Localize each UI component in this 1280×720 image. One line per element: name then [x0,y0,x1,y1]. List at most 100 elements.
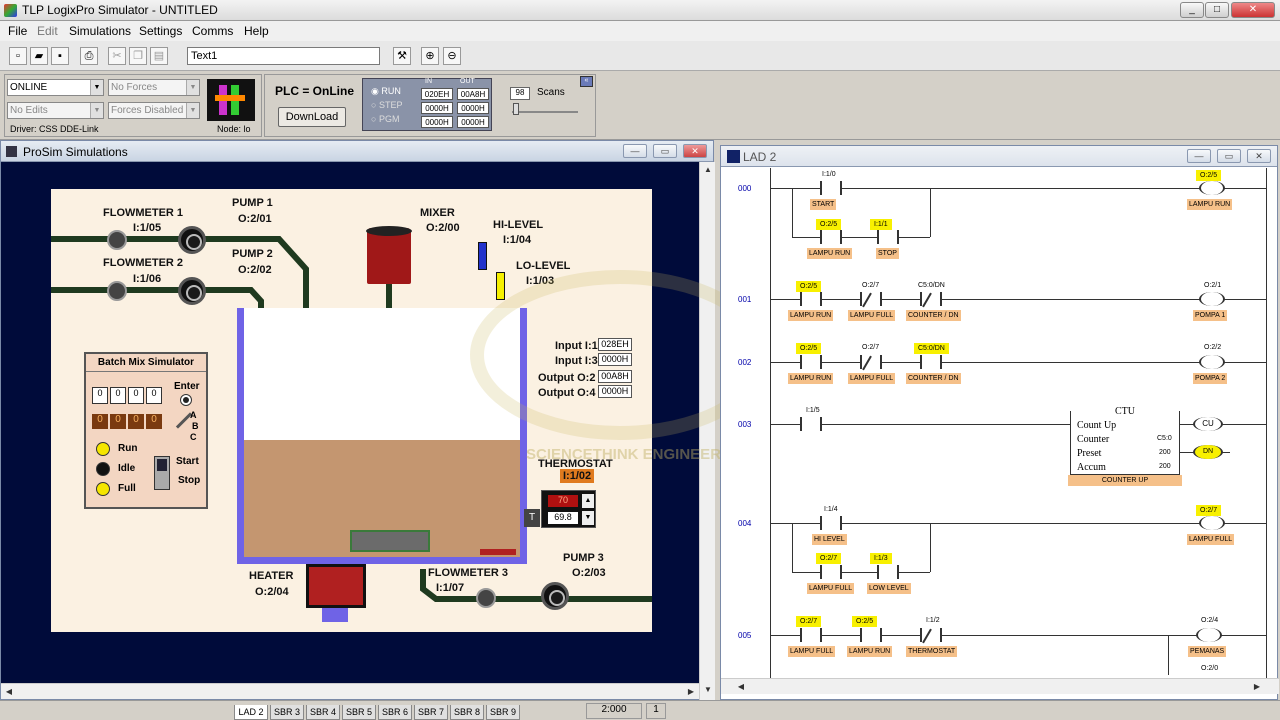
coil-lampu-run[interactable] [1199,181,1225,195]
temp-down-icon[interactable]: ▼ [582,511,594,525]
thumbwheel-digit[interactable]: 0 [146,387,162,404]
contact-counter-dn[interactable] [920,355,942,369]
tab-sbr8[interactable]: SBR 8 [450,705,484,720]
forces-select[interactable]: No Forces▼ [108,79,200,96]
collapse-icon[interactable]: « [580,76,593,87]
scan-slider[interactable] [512,111,578,113]
contact-count-input[interactable] [800,417,822,431]
scroll-left-icon[interactable]: ◀ [5,687,13,696]
contact-lampu-run[interactable] [820,230,842,244]
scroll-down-icon[interactable]: ▼ [704,685,712,694]
new-file-icon[interactable]: ▫ [9,47,27,65]
contact-lampu-run[interactable] [860,628,882,642]
contact-thermostat[interactable] [920,628,942,642]
mode-step-radio[interactable]: ○ STEP [371,100,402,110]
scroll-up-icon[interactable]: ▲ [704,165,712,174]
tab-sbr5[interactable]: SBR 5 [342,705,376,720]
copy-icon[interactable]: ❐ [129,47,147,65]
ctu-value: 200 [1159,449,1171,456]
contact-lampu-full[interactable] [820,565,842,579]
thumbwheel-input[interactable]: 0 0 0 0 [92,387,164,405]
edits-select[interactable]: No Edits▼ [7,102,104,119]
tab-sbr4[interactable]: SBR 4 [306,705,340,720]
vertical-scrollbar[interactable]: ▲ ▼ [699,162,715,700]
tab-lad2[interactable]: LAD 2 [234,705,268,720]
forces-enable-select[interactable]: Forces Disabled▼ [108,102,200,119]
prosim-title: ProSim Simulations [23,145,128,159]
coil-cu[interactable]: CU [1193,417,1223,431]
tab-sbr6[interactable]: SBR 6 [378,705,412,720]
scans-input[interactable]: 98 [510,87,530,100]
heater-unit [306,564,366,608]
contact-lampu-run[interactable] [800,355,822,369]
print-icon[interactable]: ⎙ [80,47,98,65]
menu-comms[interactable]: Comms [192,24,234,38]
maximize-button[interactable]: □ [1205,2,1229,18]
scan-slider-thumb[interactable] [513,103,519,115]
menu-settings[interactable]: Settings [139,24,183,38]
minimize-button[interactable]: — [623,144,647,158]
contact-lampu-full[interactable] [800,628,822,642]
thumbwheel-digit[interactable]: 0 [110,387,126,404]
menu-file[interactable]: File [8,24,28,38]
contact-lampu-full[interactable] [860,355,882,369]
thumbwheel-digit[interactable]: 0 [92,387,108,404]
tools-icon[interactable]: ⚒ [393,47,411,65]
minimize-button[interactable]: — [1187,149,1211,163]
mode-run-radio[interactable]: ◉ RUN [371,86,401,97]
save-icon[interactable]: ▪ [51,47,69,65]
close-button[interactable]: ✕ [1231,2,1275,18]
close-button[interactable]: ✕ [683,144,707,158]
contact-stop[interactable] [877,230,899,244]
coil-pompa2[interactable] [1199,355,1225,369]
app-icon [4,4,17,17]
contact-start[interactable] [820,181,842,195]
thermostat-t-button[interactable]: T [524,509,540,527]
zoom-out-icon[interactable]: ⊖ [443,47,461,65]
horizontal-scrollbar[interactable]: ◀ ▶ [721,678,1279,694]
restore-button[interactable]: ▭ [653,144,677,158]
menu-simulations[interactable]: Simulations [69,24,132,38]
thumbwheel-digit[interactable]: 0 [128,387,144,404]
close-button[interactable]: ✕ [1247,149,1271,163]
contact-hi-level[interactable] [820,516,842,530]
coil-lampu-full[interactable] [1199,516,1225,530]
enter-button[interactable] [180,394,192,406]
online-select[interactable]: ONLINE▼ [7,79,104,96]
scroll-right-icon[interactable]: ▶ [687,687,695,696]
zoom-in-icon[interactable]: ⊕ [421,47,439,65]
tab-sbr3[interactable]: SBR 3 [270,705,304,720]
coil-pompa1[interactable] [1199,292,1225,306]
contact-lampu-full[interactable] [860,292,882,306]
tab-sbr7[interactable]: SBR 7 [414,705,448,720]
text-field[interactable]: Text1 [187,47,380,65]
rung-wire [1180,424,1266,425]
scroll-right-icon[interactable]: ▶ [1253,682,1261,691]
mode-pgm-radio[interactable]: ○ PGM [371,114,399,124]
menu-edit[interactable]: Edit [37,24,58,38]
out-register: 0000H [457,116,489,128]
coil-dn[interactable]: DN [1193,445,1223,459]
scroll-left-icon[interactable]: ◀ [737,682,745,691]
start-stop-switch[interactable] [154,456,170,490]
pump1-icon [178,226,206,254]
in-register: 020EH [421,88,453,100]
contact-low-level[interactable] [877,565,899,579]
horizontal-scrollbar[interactable]: ◀ ▶ [1,683,699,699]
temp-up-icon[interactable]: ▲ [582,494,594,508]
contact-counter-dn[interactable] [920,292,942,306]
tab-sbr9[interactable]: SBR 9 [486,705,520,720]
lo-level-sensor [496,272,505,300]
temp-setpoint: 70 [548,495,578,507]
download-button[interactable]: DownLoad [278,107,346,127]
cut-icon[interactable]: ✂ [108,47,126,65]
coil-pemanas[interactable] [1196,628,1222,642]
restore-button[interactable]: ▭ [1217,149,1241,163]
open-folder-icon[interactable]: ▰ [30,47,48,65]
contact-lampu-run[interactable] [800,292,822,306]
ctu-block[interactable]: CTU Count Up Counter Preset Accum C5:0 2… [1070,406,1180,475]
coil-address: O:2/4 [1201,617,1219,624]
menu-help[interactable]: Help [244,24,269,38]
paste-icon[interactable]: ▤ [150,47,168,65]
minimize-button[interactable]: _ [1180,2,1204,18]
